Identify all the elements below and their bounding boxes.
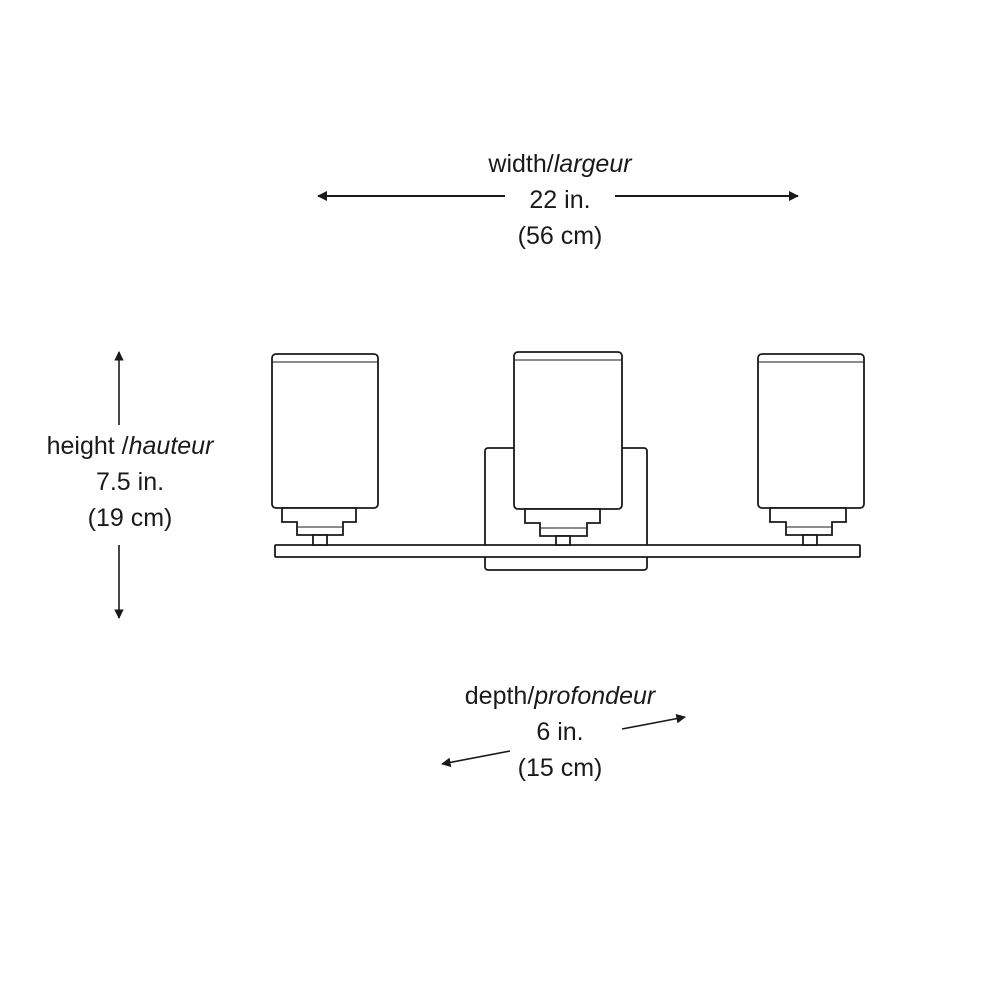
fixture-bar xyxy=(274,544,861,558)
height-value: 7.5 in. xyxy=(95,468,165,496)
width-label-en: width/ xyxy=(488,150,554,178)
lamp-left-holder xyxy=(281,507,357,536)
height-metric: (19 cm) xyxy=(87,504,173,532)
depth-dimension-label: depth/profondeur 6 in. (15 cm) xyxy=(430,678,690,786)
depth-label-en: depth/ xyxy=(464,682,535,710)
depth-arrow xyxy=(441,713,686,768)
height-title: height /hauteur xyxy=(20,428,240,464)
lamp-center xyxy=(513,351,623,546)
depth-metric: (15 cm) xyxy=(517,754,603,782)
lamp-left-shade xyxy=(271,353,379,509)
lamp-right-holder xyxy=(769,507,847,536)
height-label-fr: hauteur xyxy=(128,432,214,460)
lamp-center-shade xyxy=(513,351,623,510)
lamp-right-shade xyxy=(757,353,865,509)
depth-arrow-front xyxy=(621,713,686,730)
width-label-fr: largeur xyxy=(553,150,632,178)
depth-arrow-back xyxy=(441,750,511,768)
height-dimension-label: height /hauteur 7.5 in. (19 cm) xyxy=(20,428,240,536)
width-metric: (56 cm) xyxy=(517,222,603,250)
light-fixture-illustration xyxy=(271,351,865,571)
width-title: width/largeur xyxy=(440,146,680,182)
lamp-center-holder xyxy=(524,508,601,537)
depth-value: 6 in. xyxy=(536,718,584,746)
lamp-right-stem xyxy=(802,534,818,546)
width-dimension-label: width/largeur 22 in. (56 cm) xyxy=(440,146,680,254)
lamp-left-stem xyxy=(312,534,328,546)
depth-label-fr: profondeur xyxy=(534,682,656,710)
height-label-en: height / xyxy=(46,432,129,460)
lamp-center-stem xyxy=(555,535,571,546)
width-value: 22 in. xyxy=(529,186,591,214)
lamp-left xyxy=(271,353,379,546)
lamp-right xyxy=(757,353,865,546)
depth-title: depth/profondeur xyxy=(430,678,690,714)
